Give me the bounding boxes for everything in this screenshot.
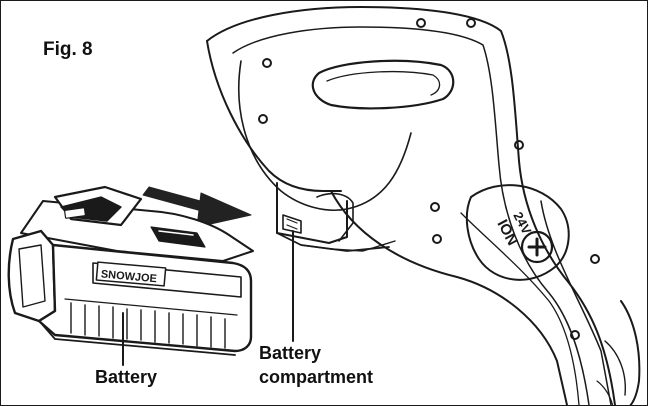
- screw: [590, 254, 600, 264]
- screw: [514, 140, 524, 150]
- compartment-base: [300, 240, 396, 252]
- housing-inner-contour: [232, 26, 590, 405]
- battery-label: Battery: [95, 367, 158, 387]
- spool-inner: [604, 340, 626, 396]
- shaft-right: [540, 200, 612, 405]
- battery-front: [37, 243, 253, 353]
- battery-rib-top-edge: [64, 298, 238, 316]
- tool-housing: 24V ION: [206, 6, 641, 405]
- battery-compartment-label-line2: compartment: [259, 367, 374, 387]
- housing-outline: [206, 6, 616, 405]
- battery-bottom-edge: [40, 322, 236, 356]
- figure-title: Fig. 8: [43, 39, 93, 60]
- arrow-head: [196, 192, 252, 228]
- battery-compartment: [276, 182, 396, 252]
- battery-rail-highlight: [158, 230, 194, 236]
- screw: [570, 330, 580, 340]
- spool-housing: [620, 300, 641, 405]
- insert-arrow: [142, 186, 252, 228]
- screw: [416, 18, 426, 28]
- battery-vent-ribs: [70, 302, 226, 349]
- compartment-lip: [316, 192, 354, 242]
- on-button: [520, 230, 554, 264]
- switch-panel: [465, 184, 570, 281]
- handle-grip-inner: [326, 70, 441, 96]
- screw: [262, 58, 272, 68]
- shaft-seam: [460, 212, 580, 405]
- handle-grip-cutout: [311, 59, 455, 110]
- compartment-slot-outer: [282, 214, 302, 234]
- battery-brand: SNOWJOE: [100, 268, 157, 285]
- battery-end-pad: [18, 244, 46, 308]
- housing-dome: [238, 60, 412, 211]
- compartment-rail-upper: [276, 182, 348, 244]
- battery-pack: SNOWJOE: [7, 185, 254, 356]
- battery-compartment-label-line1: Battery: [259, 343, 322, 363]
- compartment-contacts: [286, 218, 298, 230]
- battery-button: [64, 207, 86, 219]
- plus-icon: [527, 237, 547, 257]
- screw: [258, 114, 268, 124]
- screw: [430, 202, 440, 212]
- shaft-left: [330, 190, 568, 405]
- screw: [432, 234, 442, 244]
- spool-detail: [596, 380, 614, 405]
- housing-lower-edge: [206, 40, 342, 192]
- battery-brand-badge: [95, 261, 167, 287]
- screw: [466, 18, 476, 28]
